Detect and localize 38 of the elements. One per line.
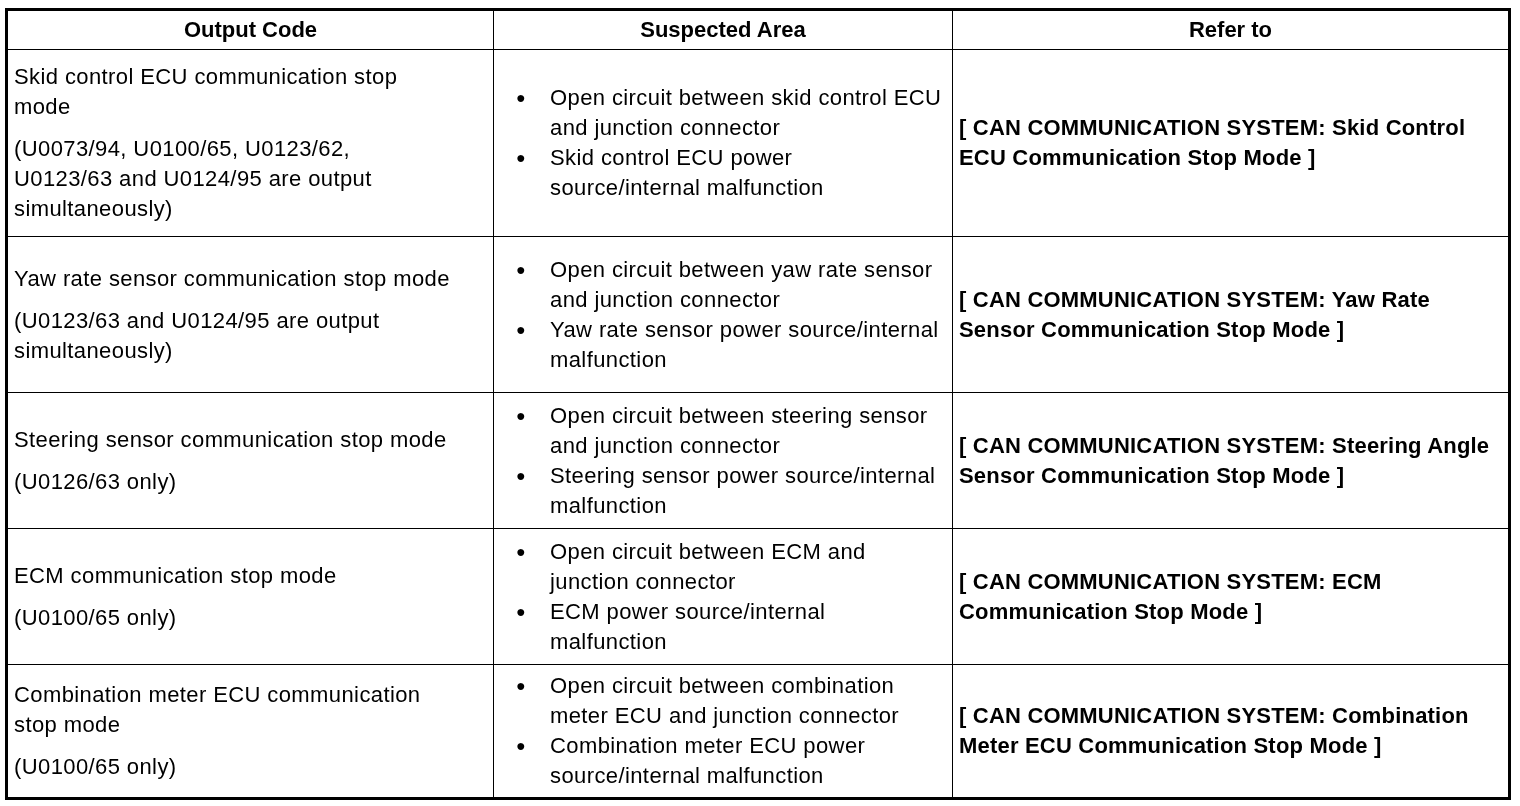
bullet-mark: ● xyxy=(516,601,528,622)
suspected-area-item: Open circuit between skid control ECU and junction connector xyxy=(550,84,943,142)
reference-text: [ CAN COMMUNICATION SYSTEM: Combination Meter ECU Communication Stop Mode ] xyxy=(959,702,1470,760)
suspected-area-item: Combination meter ECU power source/internal malfunction xyxy=(550,732,867,790)
bullet-mark: ● xyxy=(516,319,528,340)
suspected-area-item: Steering sensor power source/internal malfunction xyxy=(550,461,937,520)
suspected-area-item: Open circuit between combination meter ECU and junction connector xyxy=(550,672,901,730)
bullet-mark: ● xyxy=(516,259,528,280)
output-code-list: (U0123/63 and U0124/95 are output simultaneously) xyxy=(14,305,453,366)
output-code-name: Combination meter ECU communication stop mode xyxy=(14,681,422,739)
column-header: Refer to xyxy=(1188,17,1273,42)
reference-text: [ CAN COMMUNICATION SYSTEM: Yaw Rate Sensor Communication Stop Mode ] xyxy=(959,285,1431,344)
output-code-list: (U0100/65 only) xyxy=(14,602,453,633)
bullet-mark: ● xyxy=(516,88,528,108)
suspected-area-item: Yaw rate sensor power source/internal malfunction xyxy=(550,315,940,374)
bullet-mark: ● xyxy=(516,148,528,168)
output-code-name: Steering sensor communication stop mode xyxy=(14,425,448,454)
bullet-mark: ● xyxy=(516,465,528,486)
suspected-area-item: Skid control ECU power source/internal malfunction xyxy=(550,144,825,202)
bullet-mark: ● xyxy=(516,541,528,562)
output-code-name: Yaw rate sensor communication stop mode xyxy=(14,264,451,293)
suspected-area-item: ECM power source/internal malfunction xyxy=(550,597,827,656)
bullet-mark: ● xyxy=(516,676,528,696)
output-code-name: ECM communication stop mode xyxy=(14,561,338,590)
reference-text: [ CAN COMMUNICATION SYSTEM: Skid Control ECU Communication Stop Mode ] xyxy=(959,114,1467,172)
column-header: Suspected Area xyxy=(640,17,806,42)
reference-text: [ CAN COMMUNICATION SYSTEM: Steering Angle Sensor Communication Stop Mode ] xyxy=(959,431,1491,490)
bullet-mark: ● xyxy=(516,736,528,756)
reference-text: [ CAN COMMUNICATION SYSTEM: ECM Communication Stop Mode ] xyxy=(959,567,1383,626)
output-code-list: (U0126/63 only) xyxy=(14,466,453,497)
output-code-list: (U0100/65 only) xyxy=(14,752,453,782)
output-code-list: (U0073/94, U0100/65, U0123/62, U0123/63 and U0124/95 are output simultaneously) xyxy=(14,134,453,224)
suspected-area-item: Open circuit between steering sensor and junction connector xyxy=(550,401,929,460)
bullet-mark: ● xyxy=(516,405,528,426)
output-code-name: Skid control ECU communication stop mode xyxy=(14,63,399,121)
suspected-area-item: Open circuit between yaw rate sensor and junction connector xyxy=(550,255,934,314)
column-header: Output Code xyxy=(183,17,318,42)
suspected-area-item: Open circuit between ECM and junction connector xyxy=(550,537,867,596)
